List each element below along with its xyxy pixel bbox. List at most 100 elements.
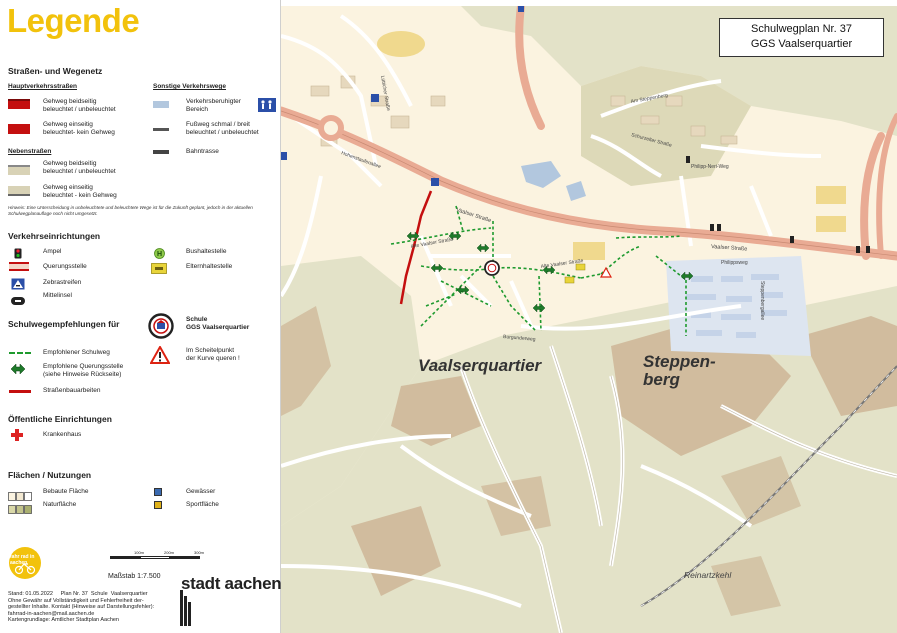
plan-title: Schulwegplan Nr. 37 (751, 23, 852, 35)
recommended-way-label: Empfohlener Schulweg (43, 349, 110, 356)
roundabout (318, 115, 344, 141)
legend-panel: Legende Straßen- und Wegenetz Hauptverke… (0, 0, 282, 633)
crossing-icon (9, 262, 29, 271)
warning-triangle-icon (149, 344, 171, 369)
subsection-other-ways: Sonstige Verkehrswege (153, 83, 226, 90)
traffic-light-markers (686, 156, 870, 253)
parent-stop-icon (151, 261, 167, 279)
sports-field-oval (377, 31, 425, 57)
zebra-label: Zebrastreifen (43, 279, 82, 286)
stadt-aachen-brand: stadt aachen (181, 574, 282, 593)
water-pond-2 (566, 181, 586, 201)
calm-area-swatch (153, 101, 169, 108)
zebra-markers (281, 6, 524, 186)
recommended-crossing-label: Empfohlene Querungsstelle (siehe Hinweis… (43, 363, 124, 378)
section-recommendations: Schulwegempfehlungen für (8, 319, 120, 329)
plan-title-box: Schulwegplan Nr. 37 GGS Vaalserquartier (719, 18, 884, 57)
section-traffic-devices: Verkehrseinrichtungen (8, 231, 101, 241)
building-patch-3 (351, 506, 441, 596)
crossing-label: Querungsstelle (43, 263, 87, 270)
map-canvas: Vaalser Straße Vaalser Straße Hohenstauf… (281, 6, 897, 633)
side-streets-lines (460, 345, 897, 633)
legend-hint: Hinweis: Eine Unterscheidung in unbeleuc… (8, 205, 253, 216)
scale-bar-seg-3 (170, 556, 200, 559)
side-road-one-label: Gehweg einseitig beleuchtet - kein Gehwe… (43, 184, 117, 199)
roadworks-line (399, 190, 433, 305)
building-patch-6 (721, 456, 801, 526)
roadworks-swatch (9, 390, 31, 393)
sports-field-2 (816, 186, 846, 204)
nature-area-swatch (8, 501, 32, 519)
badge-text: fahr rad in aachen (10, 554, 35, 566)
tram-swatch (153, 150, 169, 154)
zebra-icon (11, 277, 25, 295)
main-road-one-swatch (8, 124, 30, 134)
building-patch-1 (611, 326, 791, 456)
curve-warning-label: Im Scheitelpunkt der Kurve queren ! (186, 347, 240, 362)
section-public-facilities: Öffentliche Einrichtungen (8, 414, 112, 424)
parent-stop-marker (575, 263, 586, 271)
water-pond-1 (521, 161, 561, 188)
svg-text:H: H (157, 251, 162, 258)
street-label-steppenbergallee: Steppenbergallee (759, 281, 765, 320)
nature-area-label: Naturfläche (43, 501, 77, 508)
crossing-arrows-icon (10, 362, 26, 380)
building-patch-2 (391, 376, 481, 446)
building-patch-8 (281, 306, 331, 416)
bus-stop-icon: H (154, 246, 165, 264)
bus-stop-label: Bushaltestelle (186, 248, 227, 255)
sports-field-3 (816, 216, 846, 232)
main-road-both-label: Gehweg beidseitig beleuchtet / unbeleuch… (43, 98, 116, 113)
street-label-philipp-neri: Philipp-Neri-Weg (691, 164, 729, 170)
plan-subtitle: GGS Vaalserquartier (750, 38, 853, 50)
island-label: Mittelinsel (43, 292, 72, 299)
built-area-label: Bebaute Fläche (43, 488, 89, 495)
scale-bar-seg-1 (110, 556, 140, 559)
side-road-both-label: Gehweg beidseitig beleuchtet / unbeleuch… (43, 160, 116, 175)
subsection-side-roads: Nebenstraßen (8, 148, 52, 155)
scale-bar-seg-2 (140, 556, 170, 559)
building-patch-5 (481, 476, 551, 536)
calm-area-icon (258, 98, 276, 112)
footpath-swatch (153, 128, 169, 131)
school-route-map[interactable]: Vaalser Straße Vaalser Straße Hohenstauf… (281, 6, 897, 633)
footpath-label: Fußweg schmal / breit beleuchtet / unbel… (186, 121, 259, 136)
street-label-alte-vaalser-2: Alte Vaalser Straße (540, 258, 584, 270)
railway-dashes (640, 365, 897, 607)
district-label-reinartzkehl: Reinartzkehl (684, 570, 732, 580)
building-patch-7 (711, 556, 781, 616)
school-label: Schule GGS Vaalserquartier (186, 316, 250, 331)
stadt-aachen-logo-icon (180, 590, 194, 631)
scale-mark-300: 300m (194, 550, 205, 555)
tram-label: Bahntrasse (186, 148, 219, 155)
built-area-swatch (8, 488, 32, 506)
calm-area-label: Verkehrsberuhigter Bereich (186, 98, 241, 113)
residential-blocks (686, 274, 787, 338)
main-road-one-label: Gehweg einseitig beleuchtet- kein Gehweg (43, 121, 115, 136)
school-marker (484, 260, 500, 276)
parent-stop-marker-2 (564, 276, 575, 284)
traffic-light-icon (14, 246, 22, 264)
side-road-both-swatch (8, 165, 30, 175)
sports-swatch (154, 501, 162, 509)
sports-field-1 (573, 242, 605, 260)
street-label-burgunder: Burgunderweg (503, 334, 536, 343)
island-icon (11, 292, 25, 310)
legend-footer: Stand: 01.05.2022 Plan Nr. 37 Schule Vaa… (8, 591, 155, 624)
street-label-vaalser-1: Vaalser Straße (711, 244, 748, 253)
section-landuse: Flächen / Nutzungen (8, 470, 92, 480)
water-label: Gewässer (186, 488, 216, 495)
scale-mark-200: 200m (164, 550, 175, 555)
roadworks-label: Straßenbauarbeiten (43, 387, 101, 394)
crossing-arrow-markers (406, 231, 694, 313)
main-road-both-swatch (8, 99, 30, 109)
legend-title: Legende (7, 2, 140, 39)
hospital-label: Krankenhaus (43, 431, 82, 438)
subsection-main-roads: Hauptverkehrsstraßen (8, 83, 77, 90)
sports-label: Sportfläche (186, 501, 219, 508)
scale-label: Maßstab 1:7.500 (108, 573, 161, 580)
street-label-philippsweg: Philippsweg (721, 260, 748, 266)
traffic-light-label: Ampel (43, 248, 62, 255)
parent-stop-label: Elternhaltestelle (186, 263, 233, 270)
fahrrad-badge-icon (8, 546, 42, 585)
